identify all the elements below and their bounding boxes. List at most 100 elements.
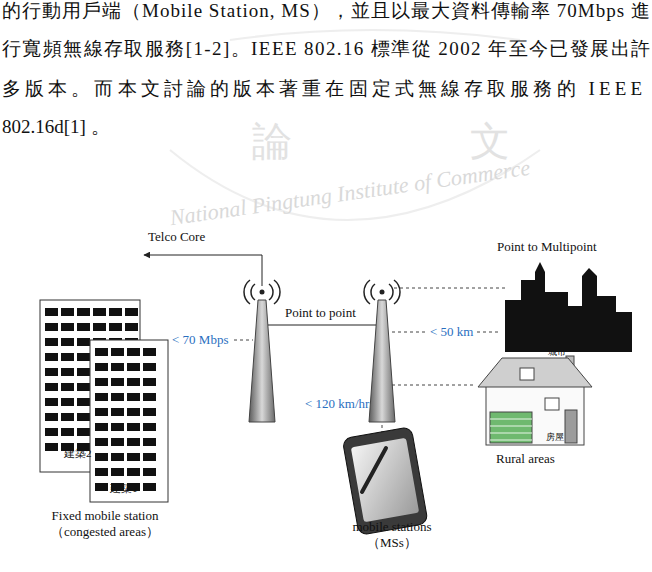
window-stripe <box>77 428 90 436</box>
window-stripe <box>77 413 90 421</box>
window-stripe <box>95 363 108 371</box>
antenna-waves <box>244 280 280 304</box>
tower-body <box>249 300 275 422</box>
window-stripe <box>111 393 124 401</box>
window-stripe <box>127 468 140 476</box>
antenna-dot <box>380 290 385 295</box>
window-stripe <box>77 398 90 406</box>
window-stripe <box>143 468 156 476</box>
window-stripe <box>111 348 124 356</box>
watermark: National Pingtung Institute of Commerce <box>168 155 532 232</box>
diagram-label: Point to point <box>285 305 356 321</box>
window-stripe <box>45 338 58 346</box>
leader-line <box>392 332 427 333</box>
tower-block <box>596 296 616 352</box>
window-stripe <box>45 413 58 421</box>
diagram-label: 房屋 <box>546 432 564 443</box>
window-stripe <box>143 423 156 431</box>
antenna-dot <box>260 290 265 295</box>
body-text: 行寬頻無線存取服務[1-2]。IEEE 802.16 標準從 2002 年至今已… <box>2 38 651 61</box>
uplink-arrow <box>144 255 262 286</box>
house-window <box>545 398 559 410</box>
window-stripe <box>61 323 74 331</box>
window-stripe <box>61 368 74 376</box>
window-stripe <box>95 378 108 386</box>
house-window <box>520 368 534 380</box>
window-stripe <box>125 308 138 316</box>
device-screen <box>351 438 419 523</box>
window-stripe <box>111 408 124 416</box>
window-stripe <box>45 353 58 361</box>
diagram-label: Telco Core <box>148 229 205 245</box>
window-stripe <box>109 323 122 331</box>
window-stripe <box>77 338 90 346</box>
window-stripe <box>45 323 58 331</box>
window-stripe <box>95 483 108 491</box>
house-door <box>565 410 577 443</box>
window-stripe <box>125 323 138 331</box>
tower-block <box>521 280 536 352</box>
window-stripe <box>45 308 58 316</box>
body-text: 802.16d[1] 。 <box>2 116 110 139</box>
watermark: 文 <box>470 118 510 166</box>
base-station-tower <box>244 280 280 422</box>
dashed-leaders <box>234 288 505 452</box>
window-stripe <box>127 438 140 446</box>
window-stripe <box>127 408 140 416</box>
window-stripe <box>93 323 106 331</box>
measure-label: < 50 km <box>430 324 473 340</box>
window-stripe <box>127 363 140 371</box>
window-stripe <box>45 383 58 391</box>
window-stripe <box>143 453 156 461</box>
stylus <box>362 448 386 492</box>
house-wall <box>486 385 584 445</box>
window-stripe <box>143 483 156 491</box>
diagram-label: Point to Multipoint <box>497 239 597 255</box>
window-stripe <box>109 308 122 316</box>
diagram-label: Fixed mobile station （congested areas） <box>30 508 180 539</box>
link-line <box>268 325 376 326</box>
tower-block <box>535 262 545 352</box>
window-stripe <box>61 338 74 346</box>
window-stripe <box>45 428 58 436</box>
window-stripe <box>111 423 124 431</box>
tower-block <box>505 300 523 352</box>
leader-line <box>392 385 476 386</box>
window-stripe <box>45 398 58 406</box>
window-stripe <box>127 393 140 401</box>
garage-stripes <box>490 419 532 440</box>
window-stripe <box>143 378 156 386</box>
window-stripe <box>95 393 108 401</box>
window-stripe <box>143 393 156 401</box>
tower-block <box>615 312 632 352</box>
window-stripe <box>95 423 108 431</box>
window-stripe <box>61 398 74 406</box>
body-text: 的行動用戶端（Mobile Station, MS），並且以最大資料傳輸率 70… <box>2 0 651 23</box>
window-stripe <box>95 408 108 416</box>
office-building <box>90 340 168 502</box>
body-text: 多版本。而本文討論的版本著重在固定式無線存取服務的 IEEE <box>2 78 646 101</box>
window-stripe <box>127 378 140 386</box>
city-skyline <box>505 262 632 352</box>
tower-block <box>544 292 568 352</box>
window-stripe <box>143 408 156 416</box>
window-stripe <box>95 438 108 446</box>
window-stripe <box>111 363 124 371</box>
window-stripe <box>111 453 124 461</box>
diagram-label: mobile stations （MSs） <box>336 519 448 550</box>
window-stripe <box>61 428 74 436</box>
window-stripe <box>127 348 140 356</box>
watermark: 論 <box>252 118 292 166</box>
base-station-tower <box>364 280 400 422</box>
window-stripe <box>95 348 108 356</box>
leader-line <box>477 332 498 333</box>
window-stripe <box>111 378 124 386</box>
window-stripe <box>127 453 140 461</box>
house-roof <box>478 358 592 387</box>
antenna-waves <box>364 280 400 304</box>
window-stripe <box>77 323 90 331</box>
window-stripe <box>111 438 124 446</box>
measure-label: < 120 km/hr <box>305 396 369 412</box>
diagram-label: Rural areas <box>496 451 555 467</box>
